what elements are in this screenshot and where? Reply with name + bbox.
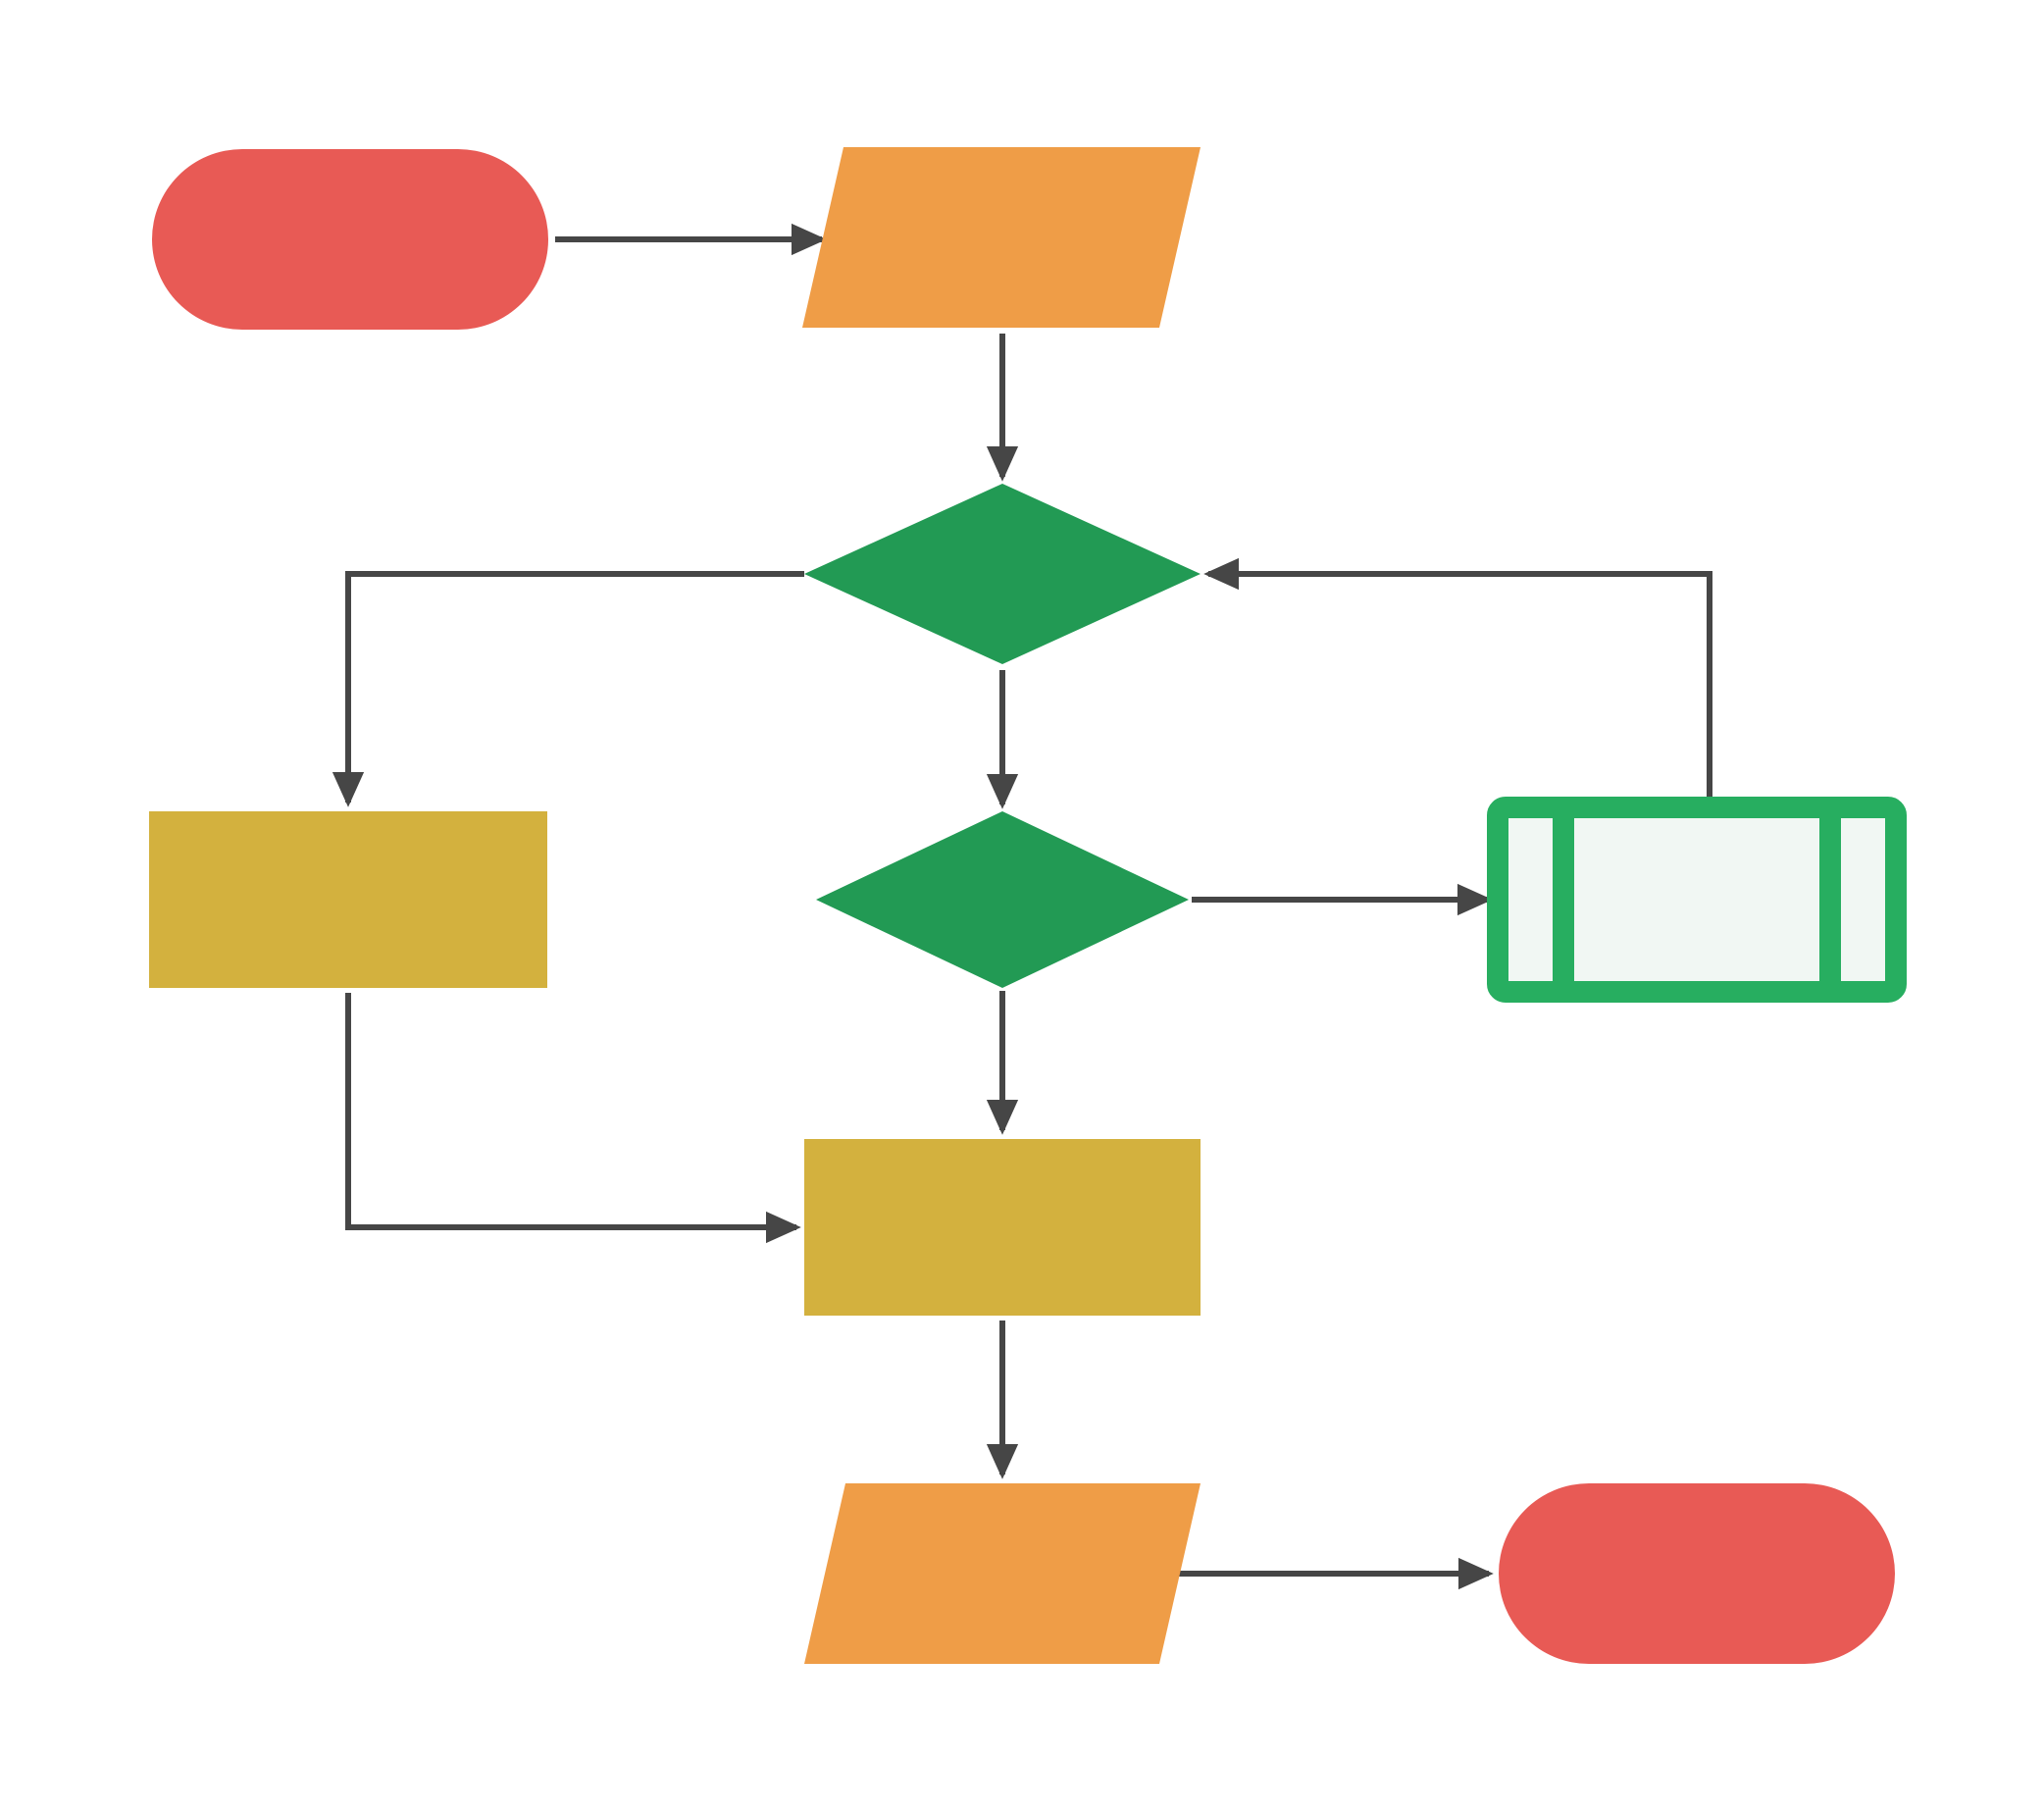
predefined-process-outer[interactable] — [1487, 797, 1907, 1003]
decision-main-shape[interactable] — [804, 484, 1201, 664]
input-data-shape[interactable] — [802, 147, 1201, 328]
process-left-shape[interactable] — [149, 811, 547, 988]
edge-layer — [332, 223, 1712, 1590]
node-start[interactable] — [152, 149, 548, 330]
node-decision-second[interactable] — [816, 811, 1189, 988]
edge-decision-main-to-process-left — [332, 571, 804, 807]
node-decision-main[interactable] — [804, 484, 1201, 664]
edge-process-left-to-process-center — [345, 993, 801, 1244]
node-predefined-process[interactable] — [1487, 797, 1907, 1003]
node-end[interactable] — [1499, 1483, 1895, 1664]
start-terminator-shape[interactable] — [152, 149, 548, 330]
node-input-data[interactable] — [802, 147, 1201, 328]
node-layer — [149, 147, 1907, 1664]
process-center-shape[interactable] — [804, 1139, 1201, 1316]
node-process-center[interactable] — [804, 1139, 1201, 1316]
edge-predefined-process-to-decision-main — [1203, 557, 1712, 800]
node-output-data[interactable] — [804, 1483, 1201, 1664]
node-process-left[interactable] — [149, 811, 547, 988]
decision-second-shape[interactable] — [816, 811, 1189, 988]
end-terminator-shape[interactable] — [1499, 1483, 1895, 1664]
output-data-shape[interactable] — [804, 1483, 1201, 1664]
